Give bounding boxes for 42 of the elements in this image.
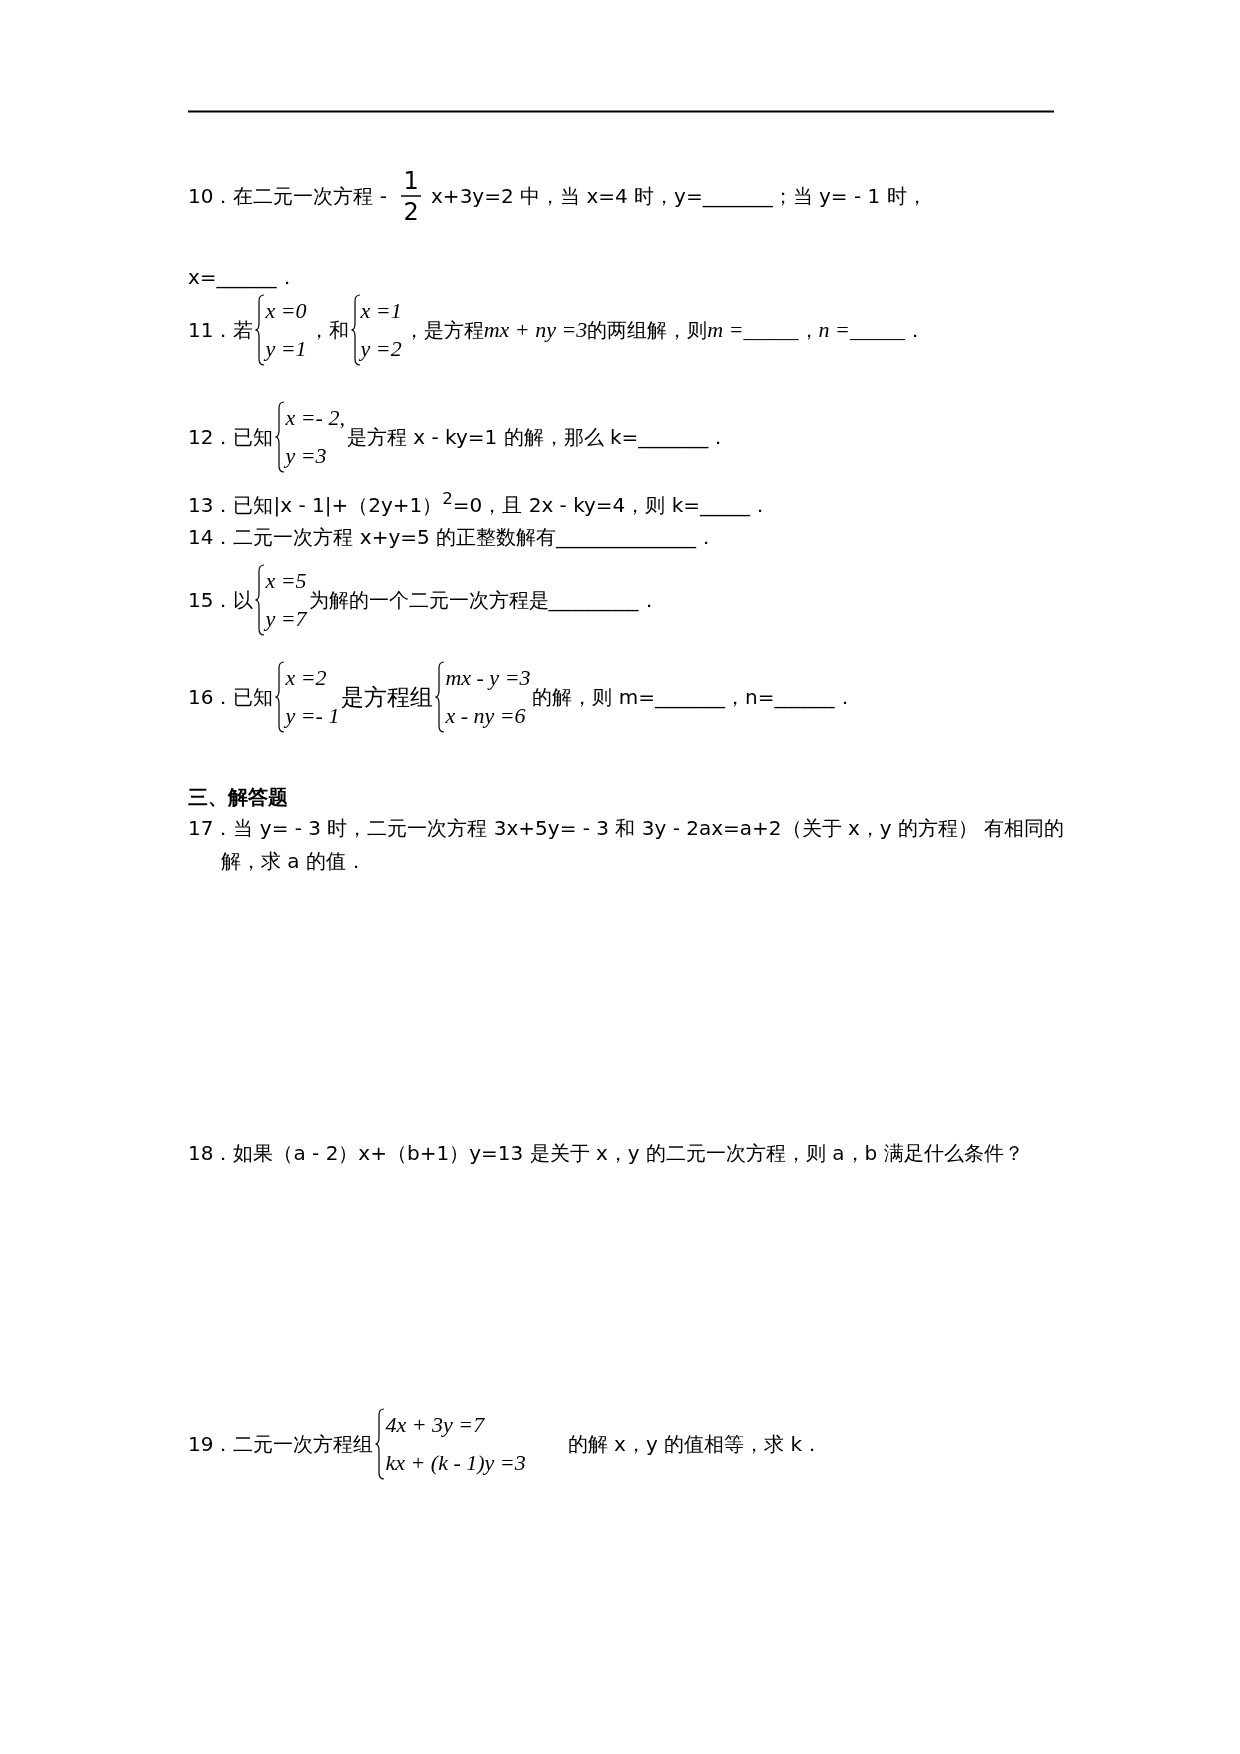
math-expression: x =0 bbox=[265, 297, 307, 325]
math-expression: mx + ny =3 bbox=[483, 317, 588, 343]
math-expression: m =_____ bbox=[707, 317, 799, 343]
math-expression: x =2 bbox=[285, 664, 328, 692]
question-text: 18．如果（a - 2）x+（b+1）y=13 是关于 x，y 的二元一次方程，则 a，b 满足什么条件？ bbox=[188, 1140, 1025, 1167]
math-expression: x - ny =6 bbox=[445, 702, 527, 730]
section-heading: 三、解答题 bbox=[188, 783, 288, 811]
question-text: ，是方程 bbox=[403, 316, 484, 344]
math-expression: y =3 bbox=[285, 442, 328, 470]
math-expression: y =2 bbox=[360, 335, 402, 363]
question-text: 的解，则 m=_______，n=______． bbox=[532, 683, 855, 711]
math-expression: 4x + 3y =7 bbox=[385, 1411, 486, 1439]
math-expression: kx + (k - 1)y =3 bbox=[385, 1449, 526, 1477]
question-text: 12．已知 bbox=[188, 423, 274, 451]
question-text: 是方程 x - ky=1 的解，那么 k=_______． bbox=[346, 423, 729, 451]
question-text: 的解 x，y 的值相等，求 k． bbox=[567, 1430, 822, 1458]
question-text: ． bbox=[904, 316, 925, 344]
question-text: 10．在二元一次方程 - bbox=[188, 182, 388, 210]
question-text: 是方程组 bbox=[341, 682, 434, 712]
question-text: 19．二元一次方程组 bbox=[188, 1430, 374, 1458]
question-text: 11．若 bbox=[188, 316, 254, 344]
math-expression: x =1 bbox=[360, 297, 402, 325]
question-text: x+3y=2 中，当 x=4 时，y=_______；当 y= - 1 时， bbox=[431, 182, 927, 210]
question-text: 为解的一个二元一次方程是_________． bbox=[308, 586, 659, 614]
math-expression: y =- 1 bbox=[285, 702, 340, 730]
question-text: 15．以 bbox=[188, 586, 254, 614]
question-text: ， bbox=[798, 316, 819, 344]
question-text: 16．已知 bbox=[188, 683, 274, 711]
math-expression: n =_____ bbox=[818, 317, 905, 343]
question-text: 17．当 y= - 3 时，二元一次方程 3x+5y= - 3 和 3y - 2ax=a+2（关于 x，y 的方程） 有相同的解，求 a 的值． bbox=[188, 815, 1066, 875]
math-expression: y =7 bbox=[265, 605, 307, 633]
question-text: 14．二元一次方程 x+y=5 的正整数解有______________． bbox=[188, 523, 717, 551]
math-expression: x =- 2, bbox=[285, 404, 345, 432]
math-expression: x =5 bbox=[265, 567, 307, 595]
math-expression: mx - y =3 bbox=[445, 664, 531, 692]
denominator: 2 bbox=[403, 197, 419, 226]
question-text: 的两组解，则 bbox=[587, 316, 708, 344]
math-expression: y =1 bbox=[265, 335, 307, 363]
numerator: 1 bbox=[403, 166, 419, 195]
question-text: ，和 bbox=[308, 316, 349, 344]
question-text: 13．已知|x - 1|+（2y+1）$^{2}$=0，且 2x - ky=4，则 k=_____． bbox=[188, 489, 771, 519]
question-text: x=______． bbox=[188, 263, 297, 291]
